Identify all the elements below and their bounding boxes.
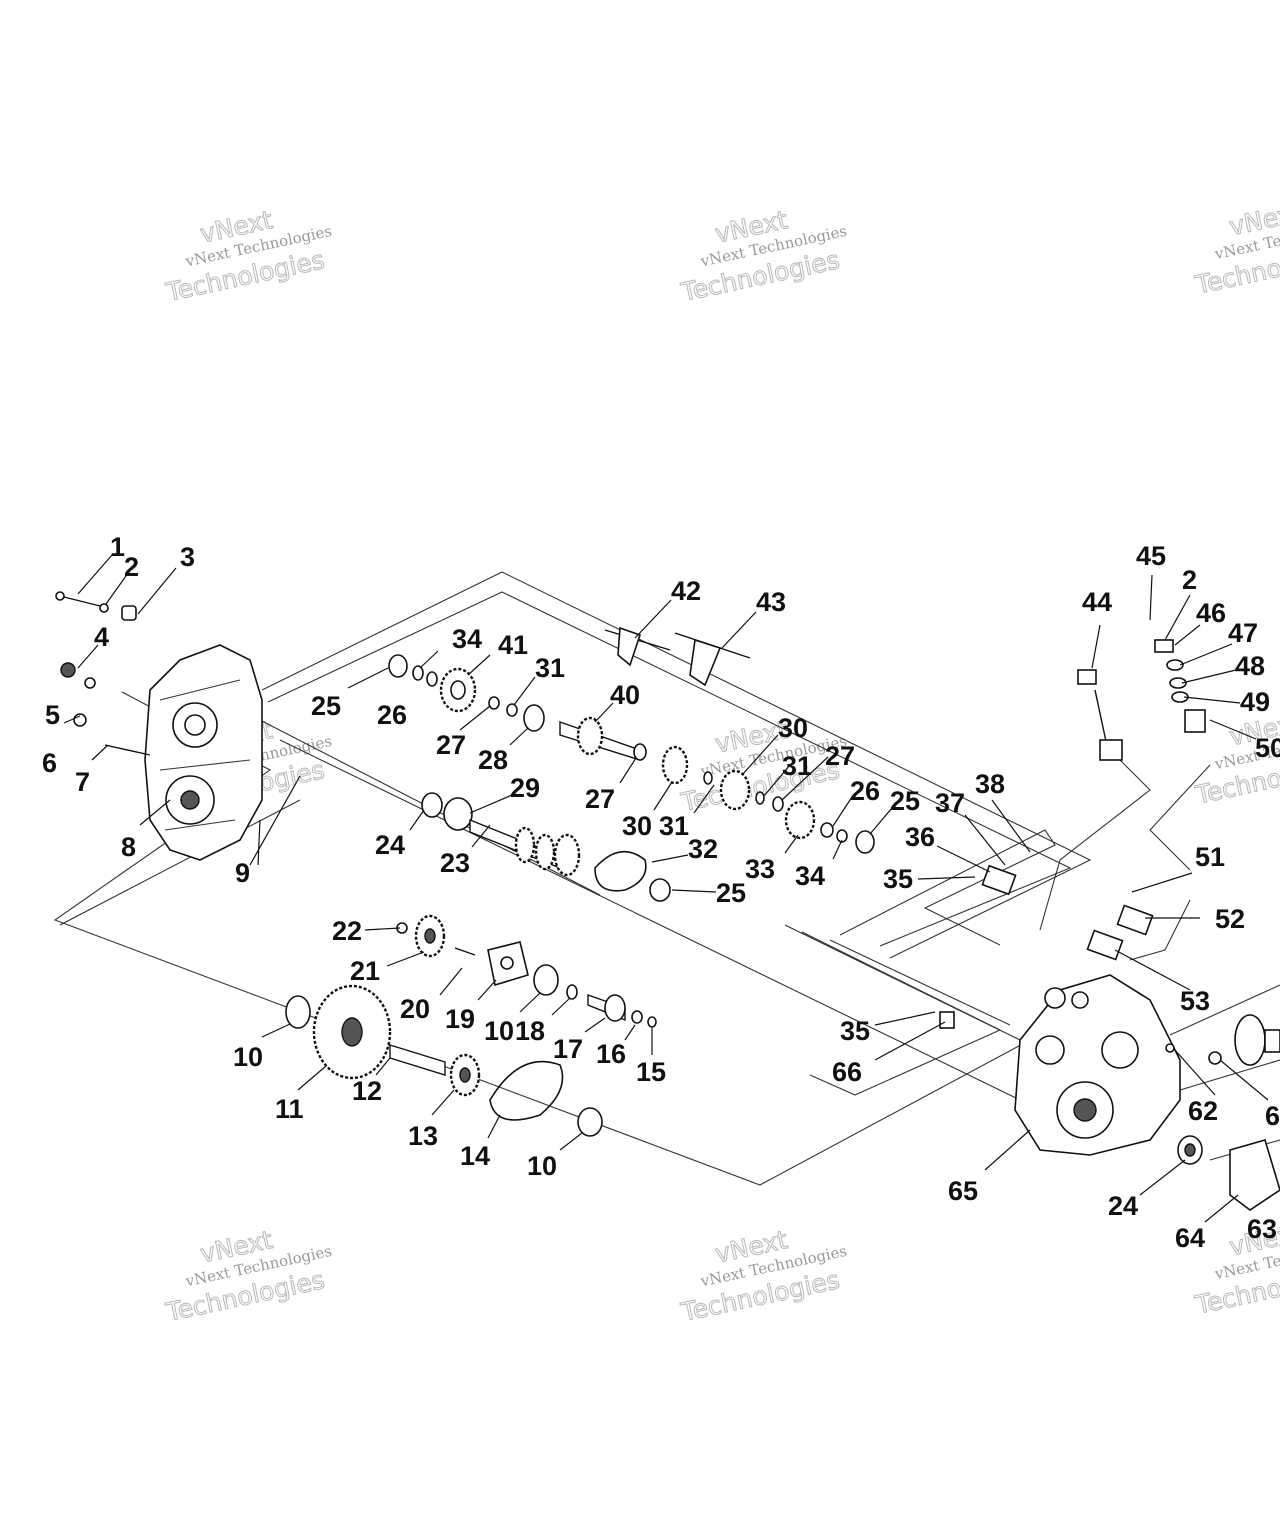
callout-33: 33 <box>745 854 775 884</box>
callout-28: 28 <box>478 745 508 775</box>
callout-6: 6 <box>42 748 57 778</box>
callout-26b: 26 <box>850 776 880 806</box>
middle-shaft-parts <box>421 792 671 902</box>
callout-66: 66 <box>832 1057 862 1087</box>
callout-31a: 31 <box>535 653 565 683</box>
callout-10b: 10 <box>484 1016 514 1046</box>
upper-shaft-parts <box>55 591 875 854</box>
callout-31b: 31 <box>659 811 689 841</box>
callout-7: 7 <box>75 767 90 797</box>
callout-65: 65 <box>948 1176 978 1206</box>
right-case-half <box>1014 974 1181 1156</box>
callout-27c: 27 <box>825 741 855 771</box>
callout-42: 42 <box>671 576 701 606</box>
callout-35a: 35 <box>883 864 913 894</box>
callout-48: 48 <box>1235 651 1265 681</box>
callout-19: 19 <box>445 1004 475 1034</box>
watermark-top-right: vNext vNext Technologies Technologies <box>1192 197 1280 300</box>
left-case-half <box>144 644 263 861</box>
callout-32: 32 <box>688 834 718 864</box>
callout-25c: 25 <box>716 878 746 908</box>
callout-34b: 34 <box>795 861 825 891</box>
callout-1: 1 <box>110 532 125 562</box>
callout-30b: 30 <box>778 713 808 743</box>
callout-29: 29 <box>510 773 540 803</box>
callout-17: 17 <box>553 1034 583 1064</box>
callout-41: 41 <box>498 630 528 660</box>
callout-34a: 34 <box>452 624 482 654</box>
callout-22: 22 <box>332 916 362 946</box>
callout-labels: 1 2 3 4 5 6 7 8 9 10 10 10 11 12 13 14 1… <box>42 532 1280 1253</box>
callout-44: 44 <box>1082 587 1112 617</box>
callout-3: 3 <box>180 542 195 572</box>
watermark-top-center: vNext vNext Technologies Technologies <box>677 205 848 308</box>
callout-50: 50 <box>1255 733 1280 763</box>
callout-37: 37 <box>935 788 965 818</box>
callout-20: 20 <box>400 994 430 1024</box>
callout-25b: 25 <box>890 786 920 816</box>
callout-6-right: 6 <box>1265 1101 1280 1131</box>
callout-24a: 24 <box>375 830 405 860</box>
watermark-bottom-center: vNext vNext Technologies Technologies <box>677 1225 848 1328</box>
callout-45: 45 <box>1136 541 1166 571</box>
callout-27a: 27 <box>436 730 466 760</box>
callout-9: 9 <box>235 858 250 888</box>
callout-35b: 35 <box>840 1016 870 1046</box>
callout-21: 21 <box>350 956 380 986</box>
callout-31c: 31 <box>782 751 812 781</box>
callout-52: 52 <box>1215 904 1245 934</box>
callout-63: 63 <box>1247 1214 1277 1244</box>
callout-62: 62 <box>1188 1096 1218 1126</box>
callout-11: 11 <box>275 1094 304 1124</box>
shift-forks <box>604 626 751 687</box>
callout-36: 36 <box>905 822 935 852</box>
callout-24b: 24 <box>1108 1191 1138 1221</box>
callout-10c: 10 <box>527 1151 557 1181</box>
callout-15: 15 <box>636 1057 666 1087</box>
callout-64: 64 <box>1175 1223 1205 1253</box>
lower-shaft-parts <box>285 914 657 1137</box>
callout-40: 40 <box>610 680 640 710</box>
callout-5: 5 <box>45 700 60 730</box>
callout-46: 46 <box>1196 598 1226 628</box>
callout-14: 14 <box>460 1141 490 1171</box>
callout-2: 2 <box>124 552 139 582</box>
callout-18: 18 <box>515 1016 545 1046</box>
callout-8: 8 <box>121 832 136 862</box>
callout-23: 23 <box>440 848 470 878</box>
callout-51: 51 <box>1195 842 1225 872</box>
callout-2b: 2 <box>1182 565 1197 595</box>
callout-16: 16 <box>596 1039 626 1069</box>
callout-4: 4 <box>94 622 109 652</box>
callout-10a: 10 <box>233 1042 263 1072</box>
right-side-parts <box>939 639 1280 1211</box>
callout-12: 12 <box>352 1076 382 1106</box>
callout-47: 47 <box>1228 618 1258 648</box>
callout-26a: 26 <box>377 700 407 730</box>
callout-53: 53 <box>1180 986 1210 1016</box>
callout-38: 38 <box>975 769 1005 799</box>
callout-43: 43 <box>756 587 786 617</box>
callout-27b: 27 <box>585 784 615 814</box>
callout-49: 49 <box>1240 687 1270 717</box>
callout-25a: 25 <box>311 691 341 721</box>
leader-lines <box>63 554 1269 1223</box>
watermark-top-left: vNext vNext Technologies Technologies <box>162 205 333 308</box>
callout-13: 13 <box>408 1121 438 1151</box>
watermark-bottom-left: vNext vNext Technologies Technologies <box>162 1225 333 1328</box>
callout-30a: 30 <box>622 811 652 841</box>
